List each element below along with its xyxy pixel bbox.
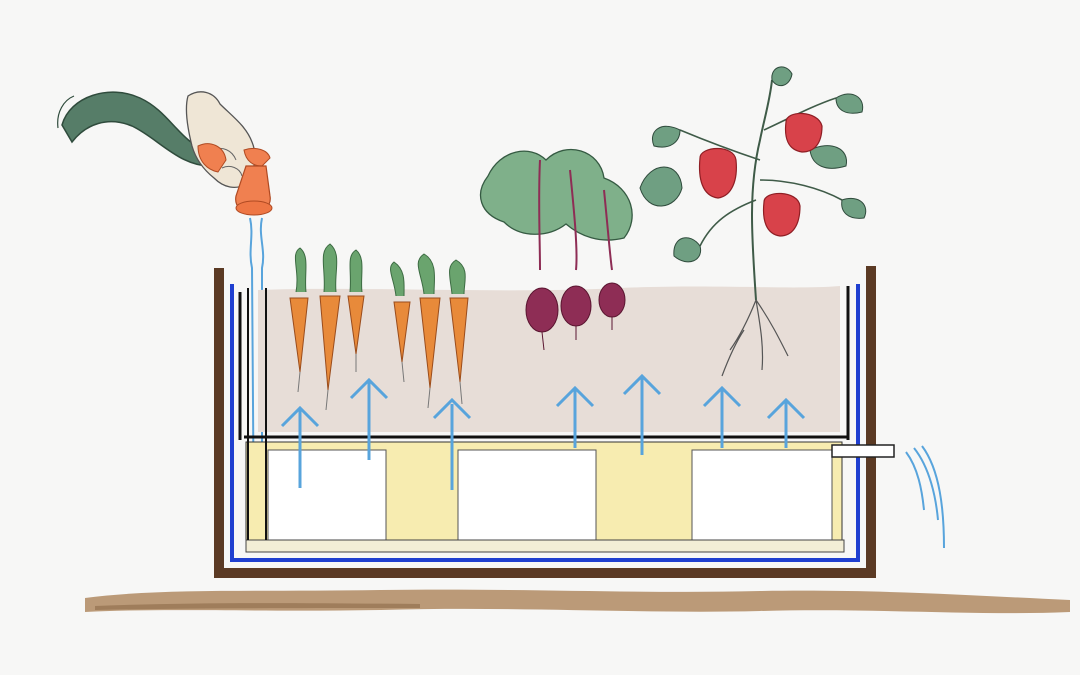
- overflow-water-icon: [905, 445, 945, 549]
- wicking-arrow-icon: [622, 373, 662, 455]
- pepper-icon: [784, 112, 823, 153]
- pepper-icon: [762, 192, 801, 237]
- carrots-group: [289, 243, 469, 411]
- capsicum-roots: [721, 299, 789, 377]
- carrot-icon: [319, 243, 341, 411]
- wicking-arrows: [280, 373, 806, 490]
- pond-liner: [230, 284, 860, 562]
- wicking-arrow-icon: [555, 385, 595, 448]
- spray-nozzle-icon: [197, 143, 273, 216]
- overflow-pipe-icon: [831, 444, 895, 458]
- carrot-icon: [390, 261, 411, 383]
- capsicum-plant-icon: [639, 66, 867, 377]
- beetroot-icon: [525, 287, 559, 351]
- carrot-icon: [449, 259, 469, 405]
- wicking-arrow-icon: [702, 385, 742, 448]
- water-reservoir: [245, 441, 845, 553]
- beetroot-icon: [560, 285, 592, 340]
- carrot-icon: [417, 253, 441, 409]
- ground-icon: [85, 589, 1070, 614]
- fill-tube: [247, 288, 267, 540]
- wicking-arrow-icon: [280, 405, 320, 488]
- wicking-arrow-icon: [432, 397, 472, 490]
- carrot-icon: [347, 249, 365, 372]
- wicking-arrow-icon: [349, 377, 389, 460]
- water-stream-icon: [249, 217, 265, 541]
- carrot-icon: [289, 247, 309, 393]
- pepper-icon: [698, 147, 737, 199]
- beetroots-group: [479, 148, 633, 351]
- bed-frame: [214, 266, 876, 578]
- ground-shadow: [95, 603, 420, 610]
- beetroot-icon: [598, 282, 626, 330]
- beet-leaves: [479, 148, 633, 241]
- wicking-arrow-icon: [766, 397, 806, 448]
